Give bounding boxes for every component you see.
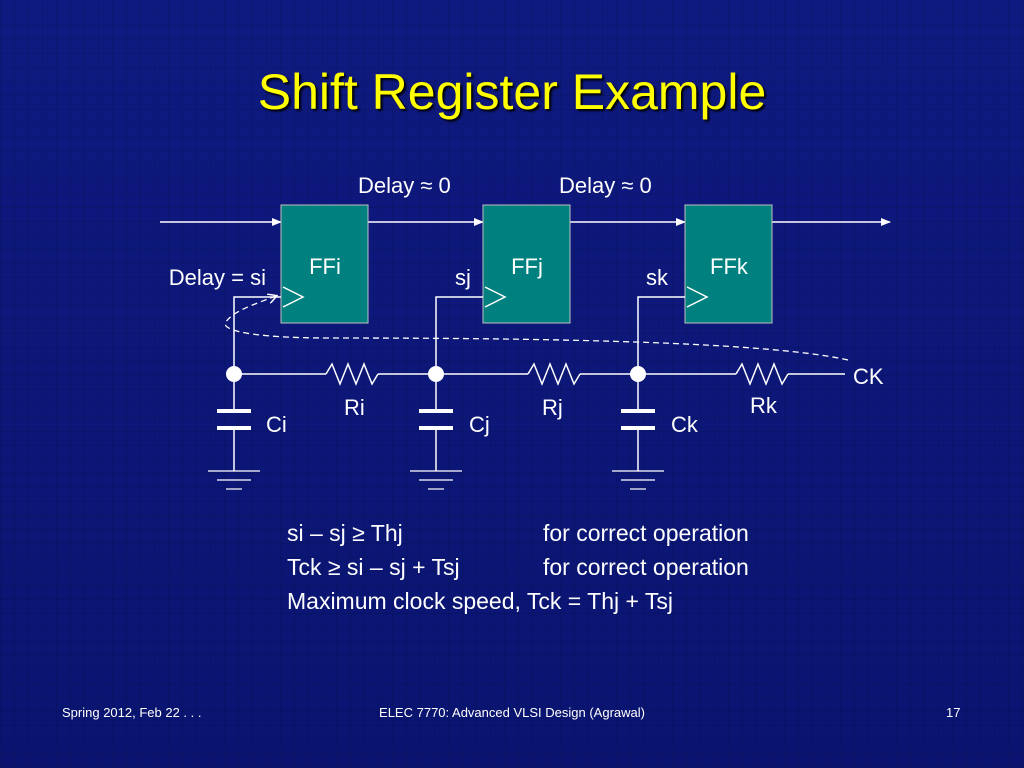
flipflop-label: FFi [309,254,341,279]
clock-branch-j [435,296,483,374]
flipflop-ffj: FFj [482,204,571,324]
clock-skew-dashed-arrow [224,296,849,361]
resistor-ri [325,361,379,387]
equation-expr: Tck ≥ si – sj + Tsj [287,554,460,580]
clock-label: CK [853,364,884,389]
equation-expr: si – sj ≥ Thj [287,520,403,546]
slide-title: Shift Register Example [257,64,767,120]
ground-icon [612,470,664,490]
equation-note: for correct operation [543,520,749,546]
clock-branch-k [637,296,685,374]
clock-branch-i [233,296,281,374]
clock-line [234,361,845,387]
capacitor-label-ck: Ck [671,412,699,437]
ground-icon [208,470,260,490]
skew-label-sk: sk [646,265,669,290]
flipflop-ffk: FFk [684,204,773,324]
capacitor-ci [217,374,251,471]
delay-label-ffj-ffk: Delay ≈ 0 [559,173,652,198]
capacitor-label-ci: Ci [266,412,287,437]
delay-label-ffi-ffj: Delay ≈ 0 [358,173,451,198]
resistor-label-ri: Ri [344,395,365,420]
resistor-rj [527,361,581,387]
capacitor-ck [621,374,655,471]
capacitor-label-cj: Cj [469,412,490,437]
equation-note: for correct operation [543,554,749,580]
flipflop-ffi: FFi [280,204,369,324]
footer-course: ELEC 7770: Advanced VLSI Design (Agrawal… [379,705,645,720]
flipflop-label: FFj [511,254,543,279]
resistor-rk [735,361,789,387]
footer-date: Spring 2012, Feb 22 . . . [62,705,202,720]
ground-icon [410,470,462,490]
resistor-label-rk: Rk [750,393,778,418]
capacitor-cj [419,374,453,471]
resistor-label-rj: Rj [542,395,563,420]
flipflop-label: FFk [710,254,749,279]
skew-label-si: Delay = si [169,265,266,290]
skew-label-sj: sj [455,265,471,290]
equation-expr: Maximum clock speed, Tck = Thj + Tsj [287,588,674,614]
footer-page-number: 17 [946,705,961,720]
